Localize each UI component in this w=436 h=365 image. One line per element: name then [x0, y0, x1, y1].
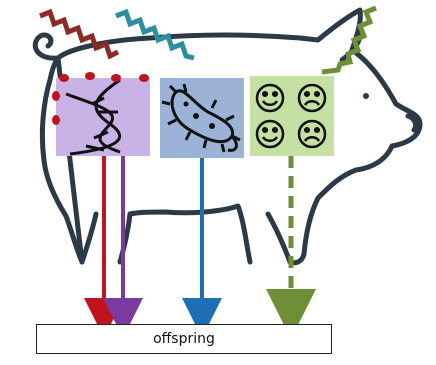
behavior-panel	[250, 76, 334, 156]
microbe-panel	[160, 78, 244, 158]
dna-panel	[56, 78, 150, 156]
offspring-box: offspring	[36, 324, 332, 354]
